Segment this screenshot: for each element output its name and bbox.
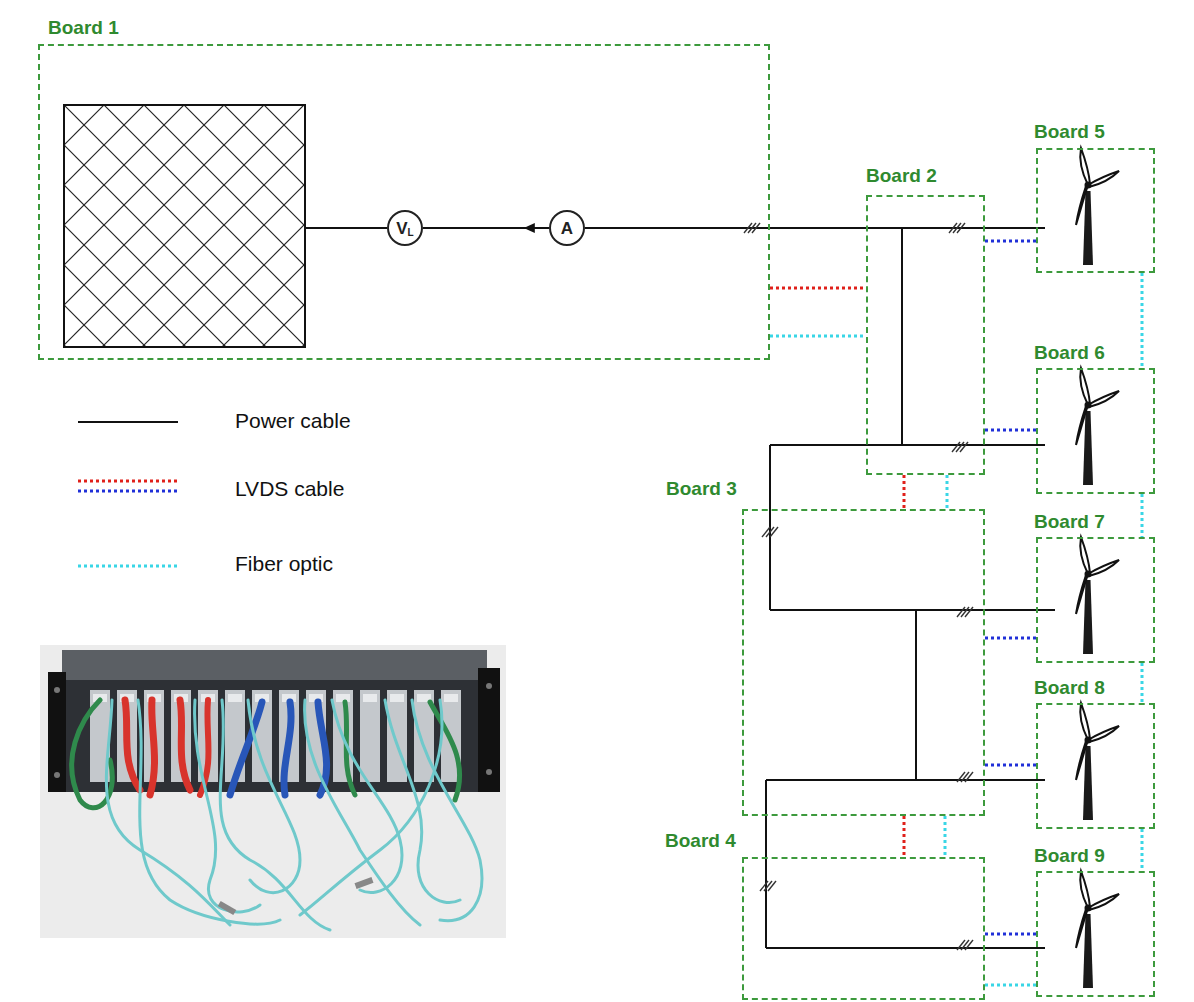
connector-line bbox=[903, 816, 906, 857]
meter-subscript: L bbox=[408, 228, 414, 238]
fiber-optic bbox=[945, 816, 946, 857]
board-box: Board 8 bbox=[1036, 703, 1155, 829]
connector-line bbox=[1141, 663, 1144, 703]
legend-samples bbox=[78, 422, 178, 566]
board-label: Board 5 bbox=[1034, 121, 1105, 143]
fiber-optic bbox=[1142, 494, 1143, 537]
board-box: Board 9 bbox=[1036, 871, 1155, 997]
fiber-optic bbox=[985, 985, 1036, 986]
connector-line bbox=[1141, 829, 1144, 871]
connector-line bbox=[985, 984, 1036, 987]
meter-circle: A bbox=[549, 210, 585, 246]
board-label: Board 3 bbox=[666, 478, 737, 500]
connector-line bbox=[985, 429, 1036, 432]
lvds-cable bbox=[904, 475, 905, 509]
connector-line bbox=[770, 287, 866, 290]
connector-line bbox=[1141, 273, 1144, 368]
meter-circle: VL bbox=[387, 210, 423, 246]
board-label: Board 8 bbox=[1034, 677, 1105, 699]
legend-text: Power cable bbox=[235, 409, 351, 433]
connector-line bbox=[985, 240, 1036, 243]
board-box: Board 5 bbox=[1036, 148, 1155, 273]
connector-line bbox=[1141, 494, 1144, 537]
arrow-head bbox=[524, 223, 535, 233]
board-label: Board 1 bbox=[48, 17, 119, 39]
connector-line bbox=[985, 933, 1036, 936]
lvds-cable bbox=[985, 241, 1036, 242]
meter-symbol: V bbox=[396, 220, 407, 237]
connector-line bbox=[770, 335, 866, 338]
fiber-optic bbox=[1142, 273, 1143, 368]
lvds-cable bbox=[985, 934, 1036, 935]
current-arrow bbox=[423, 223, 549, 233]
rack-photo bbox=[40, 645, 506, 938]
fiber-optic bbox=[1142, 663, 1143, 703]
legend-text: LVDS cable bbox=[235, 477, 344, 501]
connector-line bbox=[944, 816, 947, 857]
meter-symbol: A bbox=[561, 220, 573, 237]
lvds-cable bbox=[985, 430, 1036, 431]
board-box: Board 2 bbox=[866, 195, 985, 475]
connector-line bbox=[985, 764, 1036, 767]
board-box: Board 3 bbox=[742, 509, 985, 816]
connector-line bbox=[985, 637, 1036, 640]
lvds-cable bbox=[985, 765, 1036, 766]
board-box: Board 4 bbox=[742, 857, 985, 1000]
board-box: Board 1VLA bbox=[38, 44, 770, 360]
fiber-optic bbox=[1142, 829, 1143, 871]
cable-ticks bbox=[744, 223, 973, 950]
board-label: Board 4 bbox=[665, 830, 736, 852]
legend-text: Fiber optic bbox=[235, 552, 333, 576]
lvds-cable bbox=[985, 638, 1036, 639]
board-box: Board 7 bbox=[1036, 537, 1155, 663]
connector-line bbox=[903, 475, 906, 509]
load-block bbox=[64, 105, 305, 347]
board-label: Board 9 bbox=[1034, 845, 1105, 867]
board-box: Board 6 bbox=[1036, 368, 1155, 494]
lvds-cable bbox=[770, 288, 866, 289]
board-label: Board 7 bbox=[1034, 511, 1105, 533]
board-label: Board 6 bbox=[1034, 342, 1105, 364]
connector-line bbox=[946, 475, 949, 509]
fiber-optic bbox=[770, 336, 866, 337]
fiber-optic bbox=[947, 475, 948, 509]
lvds-cable bbox=[904, 816, 905, 857]
board-label: Board 2 bbox=[866, 165, 937, 187]
